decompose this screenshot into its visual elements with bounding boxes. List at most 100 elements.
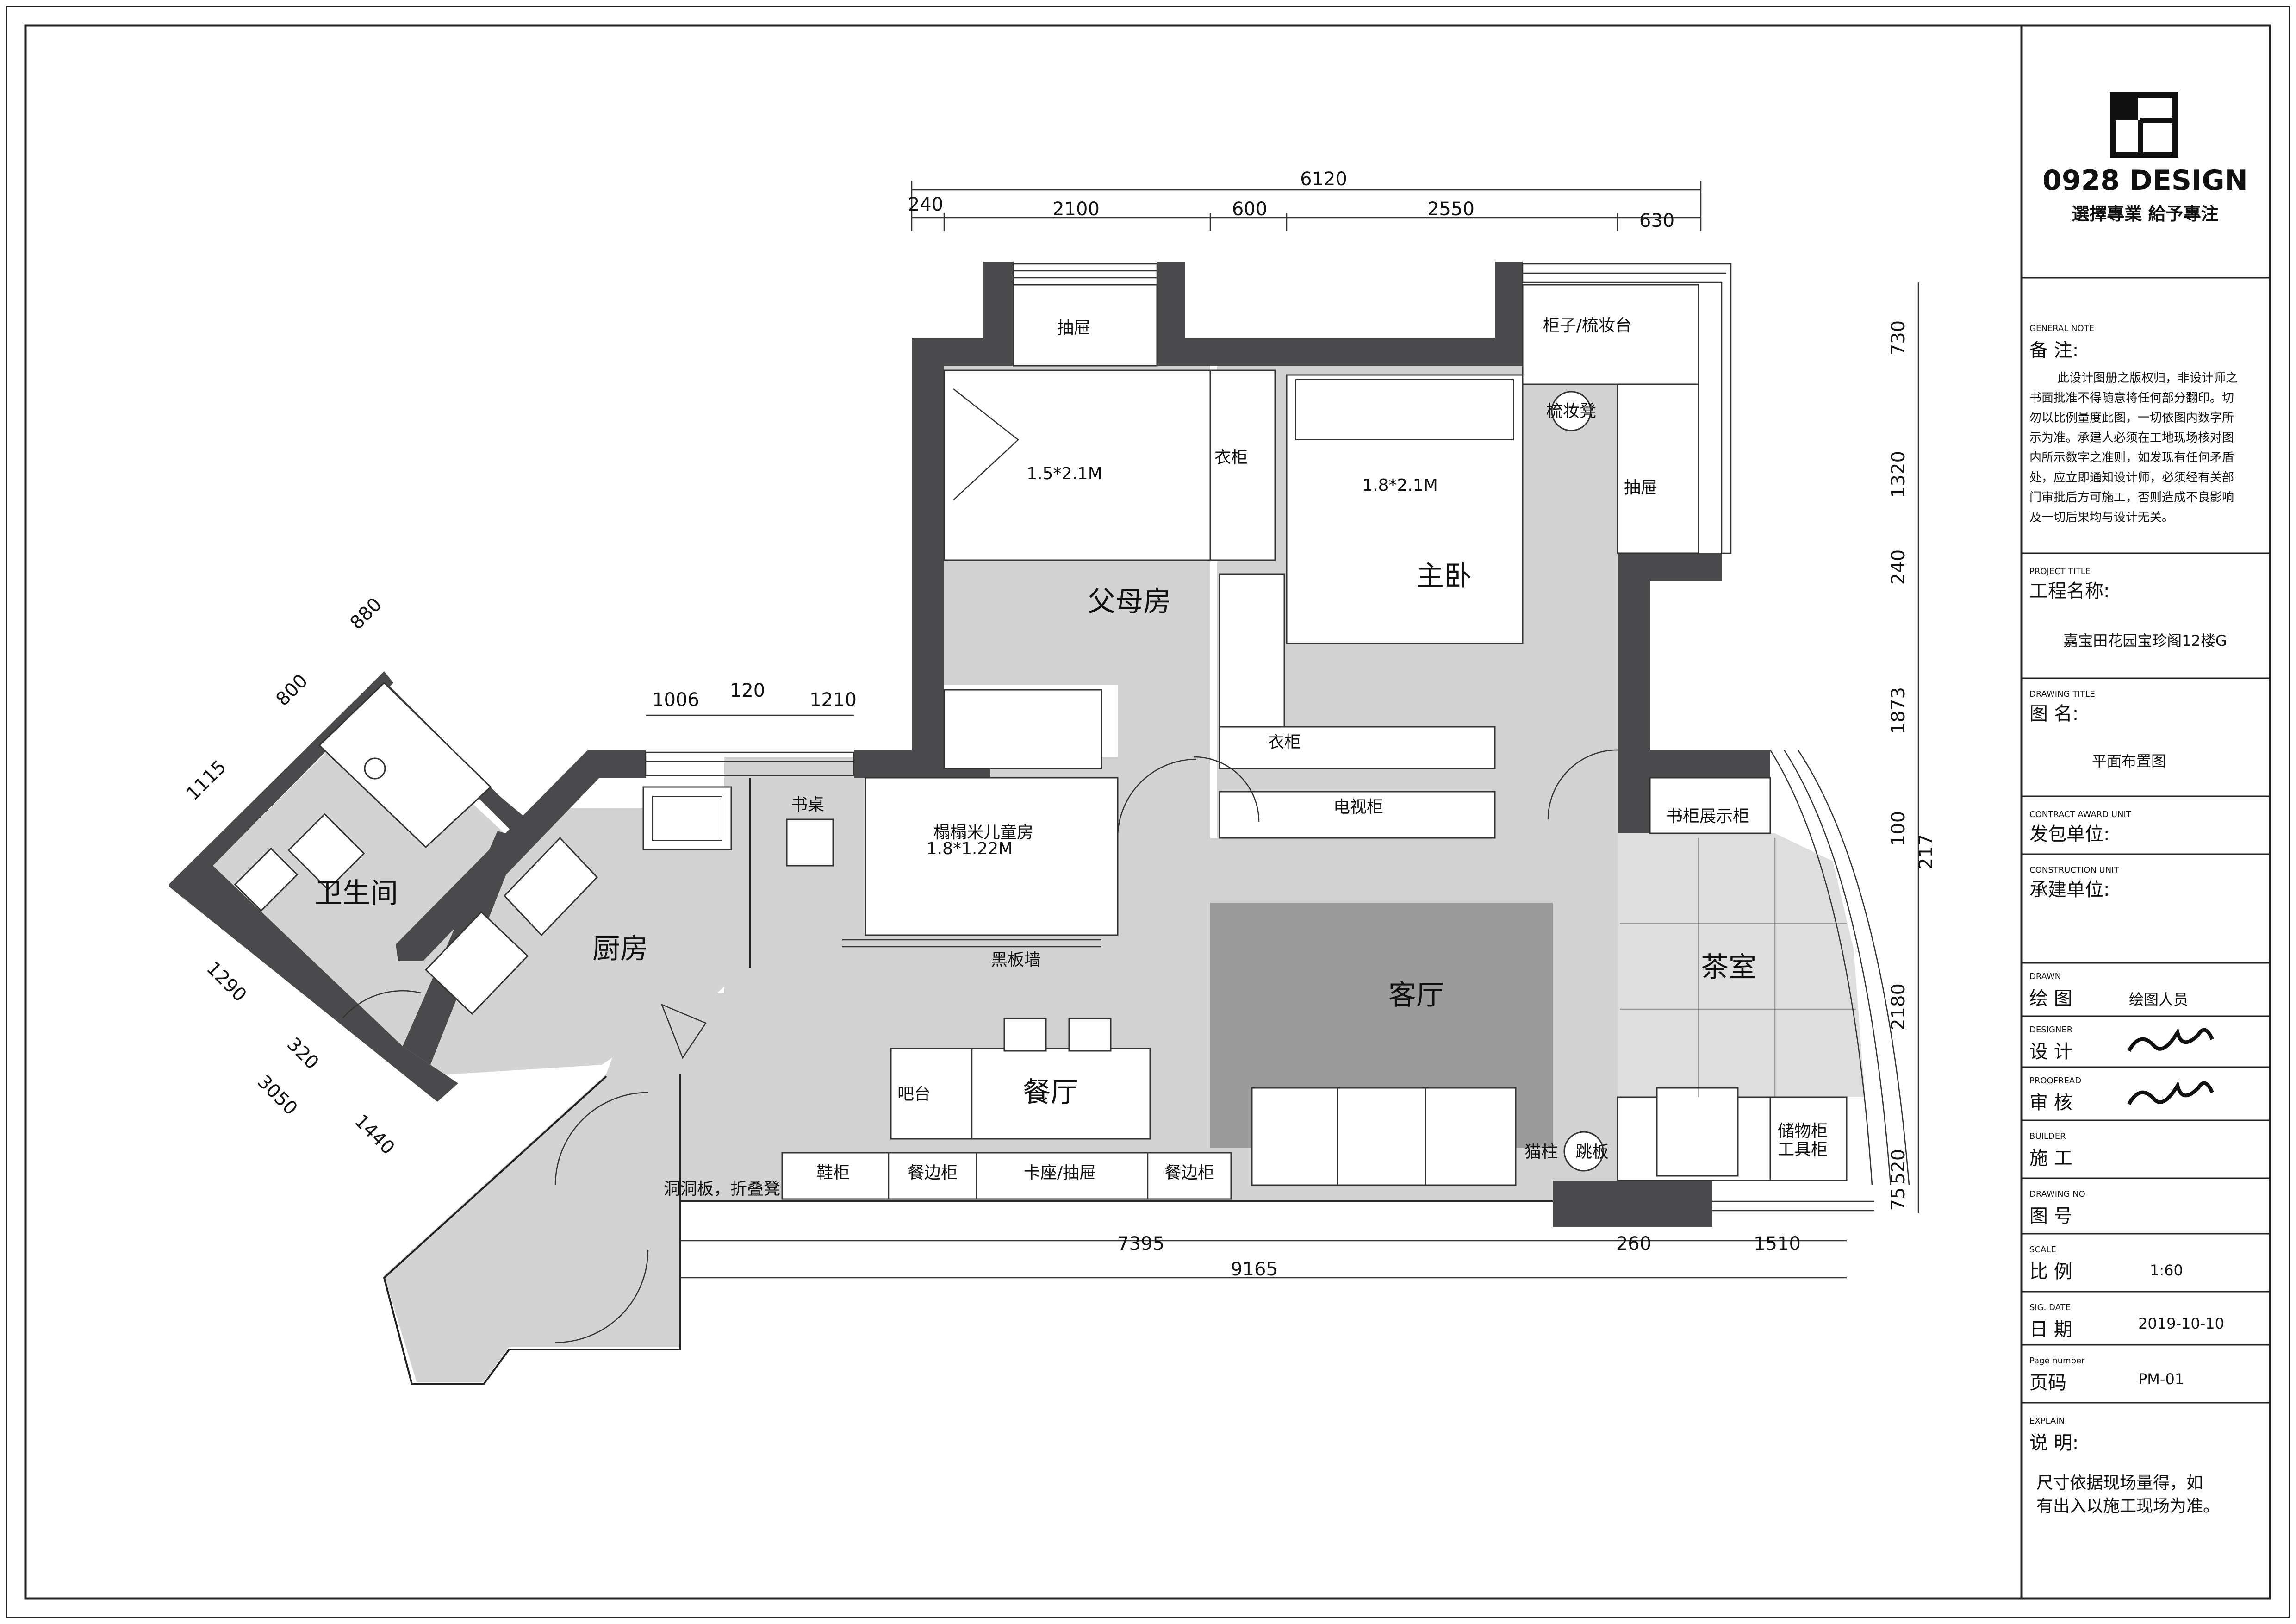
label-tv-cabinet: 电视柜 [1333,798,1383,817]
label-drawer: 抽屉 [1624,478,1657,497]
dim-kitchen-top: 1006 [652,689,699,711]
note-line: 内所示数字之准则，如发现有任何矛盾 [2029,451,2234,465]
scale-cn: 比 例 [2029,1261,2072,1282]
label-blackboard-wall: 黑板墙 [991,950,1041,969]
label-wardrobe: 衣柜 [1214,448,1248,467]
dim-right-seg: 1320 [1888,451,1909,498]
dim-bath-top: 1115 [182,756,231,805]
furniture [234,284,1856,1200]
dim-top-seg: 630 [1639,210,1674,231]
label-sideboard: 餐边柜 [908,1163,958,1182]
drawn-en: DRAWN [2029,972,2061,981]
label-bed-parents: 1.5*2.1M [1027,464,1102,483]
drawing-no-cn: 图 号 [2029,1206,2072,1227]
dim-kitchen-top: 1210 [809,689,857,711]
dim-bath-left: 1290 [202,958,251,1006]
dim-right-seg: 730 [1888,320,1909,356]
dim-kitchen-top: 120 [730,680,765,701]
dim-bottom-seg: 1510 [1754,1233,1801,1255]
label-bed-master: 1.8*2.1M [1362,476,1438,495]
room-label-kitchen: 厨房 [592,933,648,965]
designer-cn: 设 计 [2029,1041,2072,1062]
dim-right-seg: 2180 [1888,983,1909,1031]
kids-bed-size: 1.8*1.22M [927,839,1013,858]
label-sideboard: 餐边柜 [1164,1163,1214,1182]
construction-cn: 承建单位: [2029,879,2109,900]
inner-frame [24,24,2271,1600]
dim-right-seg: 100 [1888,811,1909,846]
note-line: 勿以比例量度此图，一切依图内数字所 [2029,411,2234,425]
brand-name: 0928 DESIGN [2042,164,2248,197]
construction-en: CONSTRUCTION UNIT [2029,865,2119,875]
proofread-en: PROOFREAD [2029,1076,2081,1086]
dim-right-seg: 217 [1916,834,1937,869]
general-note-cn: 备 注: [2029,340,2078,361]
dim-top-seg: 2550 [1427,199,1475,220]
outline [383,778,1553,1385]
designer-en: DESIGNER [2029,1025,2072,1035]
page-cn: 页码 [2029,1372,2066,1393]
note-line: 示为准。承建人必须在工地现场核对图 [2029,431,2234,445]
label-jump-board: 跳板 [1575,1143,1609,1162]
dim-bath-left: 1440 [350,1111,399,1159]
label-pegboard: 洞洞板，折叠凳 [664,1180,780,1199]
proofread-cn: 审 核 [2029,1092,2072,1113]
note-line: 书面批准不得随意将任何部分翻印。切 [2029,391,2234,405]
explain-en: EXPLAIN [2029,1416,2065,1426]
page-en: Page number [2029,1356,2085,1366]
explain-line: 尺寸依据现场量得，如 [2036,1474,2203,1493]
dim-right-seg: 75 [1888,1187,1909,1211]
drawing-no-en: DRAWING NO [2029,1189,2085,1199]
dim-bath-left: 3050 [253,1071,302,1120]
label-drawer: 抽屉 [1057,319,1090,337]
dim-top-seg: 2100 [1052,199,1100,220]
windows [645,263,1910,1212]
room-label-dining: 餐厅 [1023,1076,1078,1109]
explain-cn: 说 明: [2029,1432,2078,1454]
date-value: 2019-10-10 [2138,1315,2224,1332]
note-line: 及一切后果均与设计无关。 [2029,511,2174,525]
dim-right-seg: 520 [1888,1149,1909,1184]
label-booth: 卡座/抽屉 [1024,1163,1096,1182]
room-label-living: 客厅 [1388,979,1444,1012]
label-tool-cabinet: 工具柜 [1778,1140,1828,1159]
designer-signature [2127,1027,2214,1052]
dim-bath-top: 880 [346,594,386,634]
room-labels: 卫生间 厨房 父母房 主卧 榻榻米儿童房 1.8*1.22M 客厅 餐厅 茶室 [315,560,1756,1109]
room-label-parents: 父母房 [1088,586,1171,618]
note-line: 处，应立即通知设计师，必须经有关部 [2029,471,2234,485]
dim-top-seg: 600 [1232,199,1267,220]
dim-right-seg: 240 [1888,550,1909,585]
outer-frame [6,6,2290,1618]
title-block: 0928 DESIGN 選擇專業 給予專注 GENERAL NOTE 备 注: … [2022,92,2270,1516]
builder-en: BUILDER [2029,1131,2066,1141]
general-note-en: GENERAL NOTE [2029,324,2094,333]
date-en: SIG. DATE [2029,1303,2071,1312]
room-label-master: 主卧 [1416,560,1472,593]
date-cn: 日 期 [2029,1319,2072,1340]
room-label-kids: 榻榻米儿童房 [933,823,1033,842]
drawing-title-cn: 图 名: [2029,703,2078,725]
project-title-value: 嘉宝田花园宝珍阁12楼G [2063,632,2227,650]
dimension-lines [646,181,1919,1279]
label-bar: 吧台 [897,1085,931,1104]
room-label-bathroom: 卫生间 [315,877,398,910]
dim-bottom-total: 9165 [1231,1259,1278,1280]
dim-right-seg: 1873 [1888,687,1909,734]
brand-slogan: 選擇專業 給予專注 [2072,204,2218,224]
dim-bottom-seg: 260 [1616,1233,1651,1255]
contract-cn: 发包单位: [2029,824,2109,845]
dim-bath-top: 800 [272,670,312,711]
dim-bath-left: 320 [283,1034,323,1074]
note-line: 此设计图册之版权归，非设计师之 [2057,371,2238,385]
doors [342,749,1618,1343]
brand-logo [2110,92,2178,158]
label-shoe-cabinet: 鞋柜 [816,1163,850,1182]
explain-line: 有出入以施工现场为准。 [2036,1497,2220,1516]
drawing-title-value: 平面布置图 [2092,752,2166,770]
room-label-tea: 茶室 [1701,951,1756,984]
note-line: 门审批后方可施工，否则造成不良影响 [2029,491,2234,505]
label-desk: 书桌 [791,795,824,814]
label-dresser: 柜子/梳妆台 [1543,316,1632,335]
